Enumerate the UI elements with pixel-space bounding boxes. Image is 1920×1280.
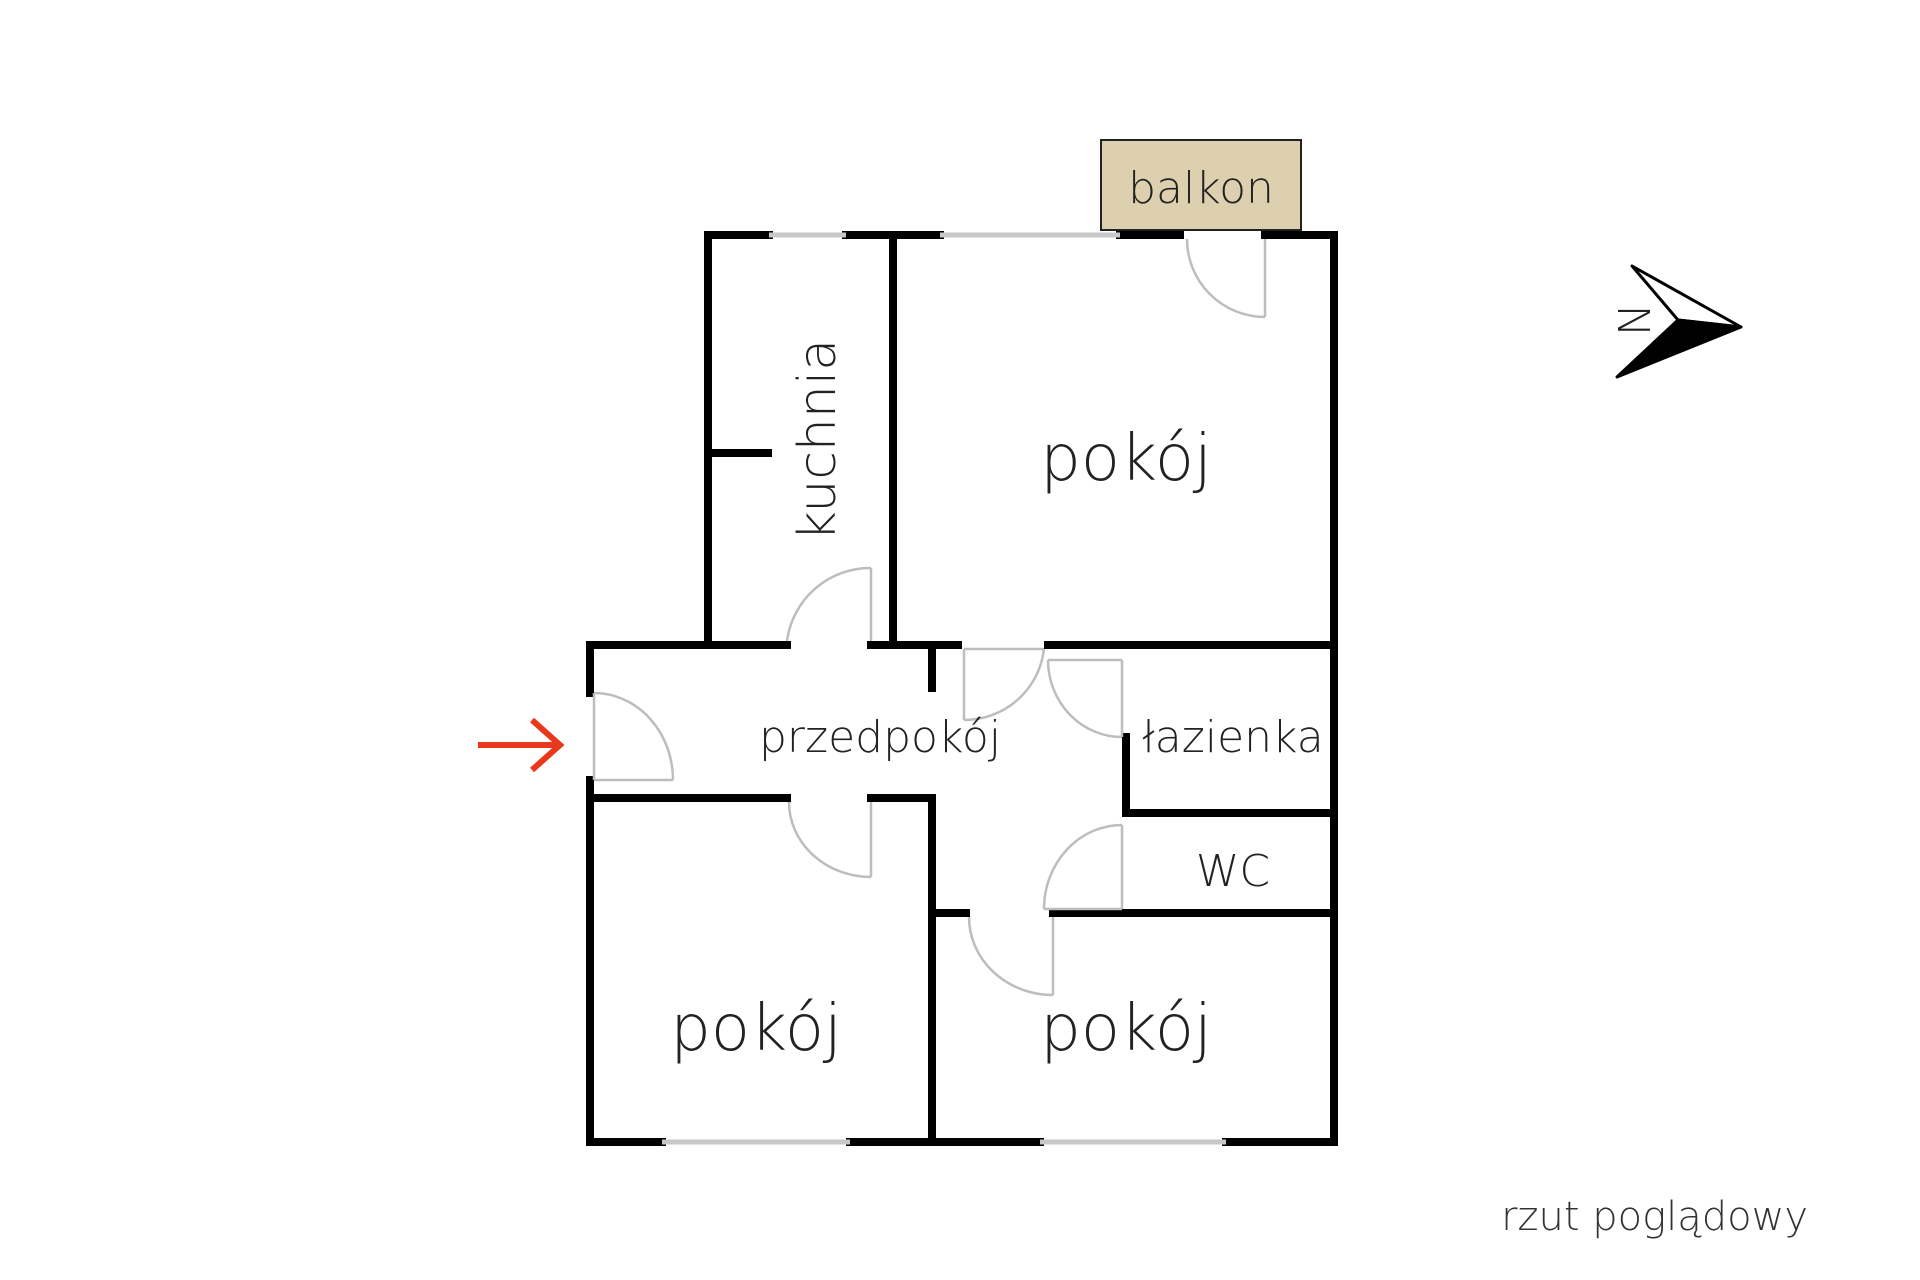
doors <box>592 238 1267 997</box>
room-label-przedpokoj: przedpokój <box>759 712 1001 763</box>
room-label-pokoj-bottom-left: pokój <box>670 992 842 1066</box>
north-arrow-icon: N <box>1607 264 1743 379</box>
entrance-arrow-icon <box>478 717 565 773</box>
windows <box>662 232 1226 1145</box>
room-label-pokoj-bottom-right: pokój <box>1040 992 1212 1066</box>
caption: rzut poglądowy <box>1501 1194 1808 1240</box>
walls <box>586 231 1338 1146</box>
room-label-wc: WC <box>1196 846 1270 897</box>
room-label-balkon: balkon <box>1128 163 1274 214</box>
balcony: balkon <box>1100 139 1302 231</box>
compass-label: N <box>1607 305 1658 338</box>
room-label-pokoj-top: pokój <box>1040 422 1212 496</box>
room-label-kuchnia: kuchnia <box>788 339 848 541</box>
room-label-lazienka: łazienka <box>1142 712 1323 763</box>
